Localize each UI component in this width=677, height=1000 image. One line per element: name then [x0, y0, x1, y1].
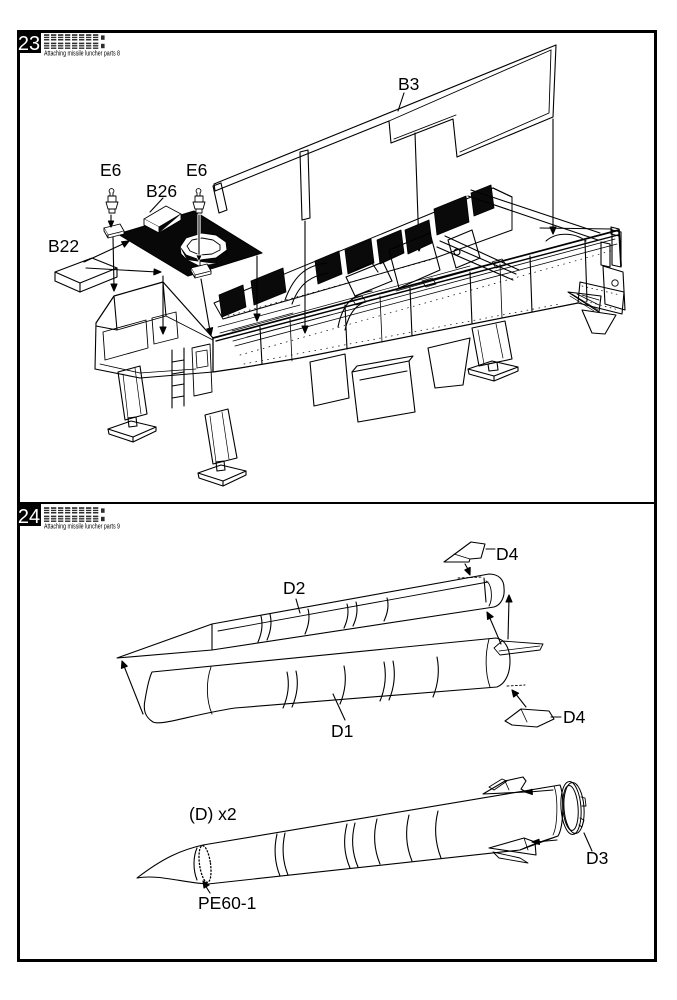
svg-text:Attaching missile luncher part: Attaching missile luncher parts 9	[44, 522, 120, 531]
svg-text:PE60-1: PE60-1	[198, 893, 256, 913]
svg-text:D4: D4	[563, 707, 586, 727]
svg-text:D2: D2	[283, 578, 305, 598]
svg-text:(D) x2: (D) x2	[189, 804, 237, 824]
svg-text:D4: D4	[496, 544, 519, 564]
svg-text:D1: D1	[331, 721, 353, 741]
svg-text:D3: D3	[586, 848, 608, 868]
svg-text:E6: E6	[100, 160, 121, 180]
svg-text:Attaching missile luncher part: Attaching missile luncher parts 8	[44, 49, 120, 58]
svg-text:24: 24	[18, 506, 40, 528]
svg-text:B22: B22	[48, 236, 79, 256]
svg-text:23: 23	[18, 33, 40, 55]
svg-text:B26: B26	[146, 181, 177, 201]
svg-text:E6: E6	[186, 160, 207, 180]
svg-text:B3: B3	[398, 74, 419, 94]
